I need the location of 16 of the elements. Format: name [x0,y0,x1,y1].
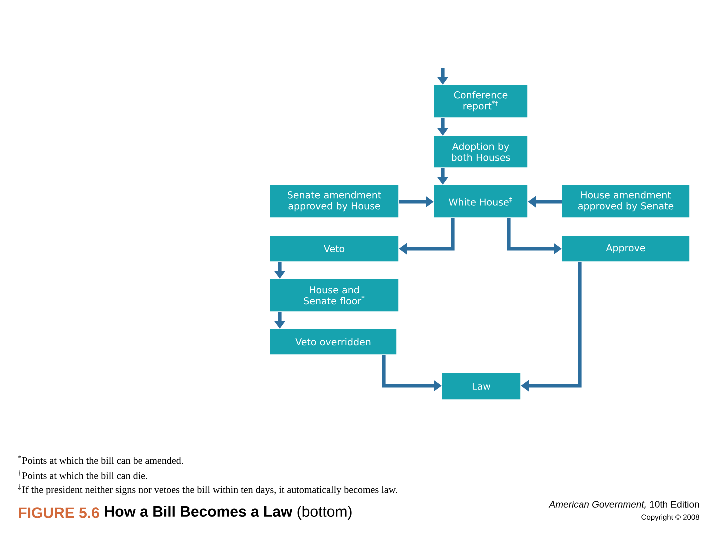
process-box: White House$^{‡}$ [434,184,528,218]
footnote: $^{‡}$If the president neither signs nor vetoes the bill within ten days, it automatically becomes law. [18,484,398,496]
title: How a Bill Becomes a Law (bottom) [105,506,352,520]
process-box: House amendment approved by Senate [562,184,690,218]
footnote: $^{†}$Points at which the bill can die. [18,470,148,480]
process-box: Adoption by both Houses [434,136,528,168]
footnote: $^{*}$Points at which the bill can be amended. [18,456,184,464]
book-title: American Government, 10th Edition [548,500,700,510]
process-box: Approve [562,236,690,262]
process-box: Senate amendment approved by House [270,184,400,218]
process-box: Conference report$^{*†}$ [434,84,528,118]
process-box: Veto [270,236,400,262]
figure-number: FIGURE 5.6 [19,508,100,518]
process-box: Law [442,372,522,400]
process-box: House and Senate floor$^{*}$ [270,278,400,312]
process-box: Veto overridden [270,328,398,356]
